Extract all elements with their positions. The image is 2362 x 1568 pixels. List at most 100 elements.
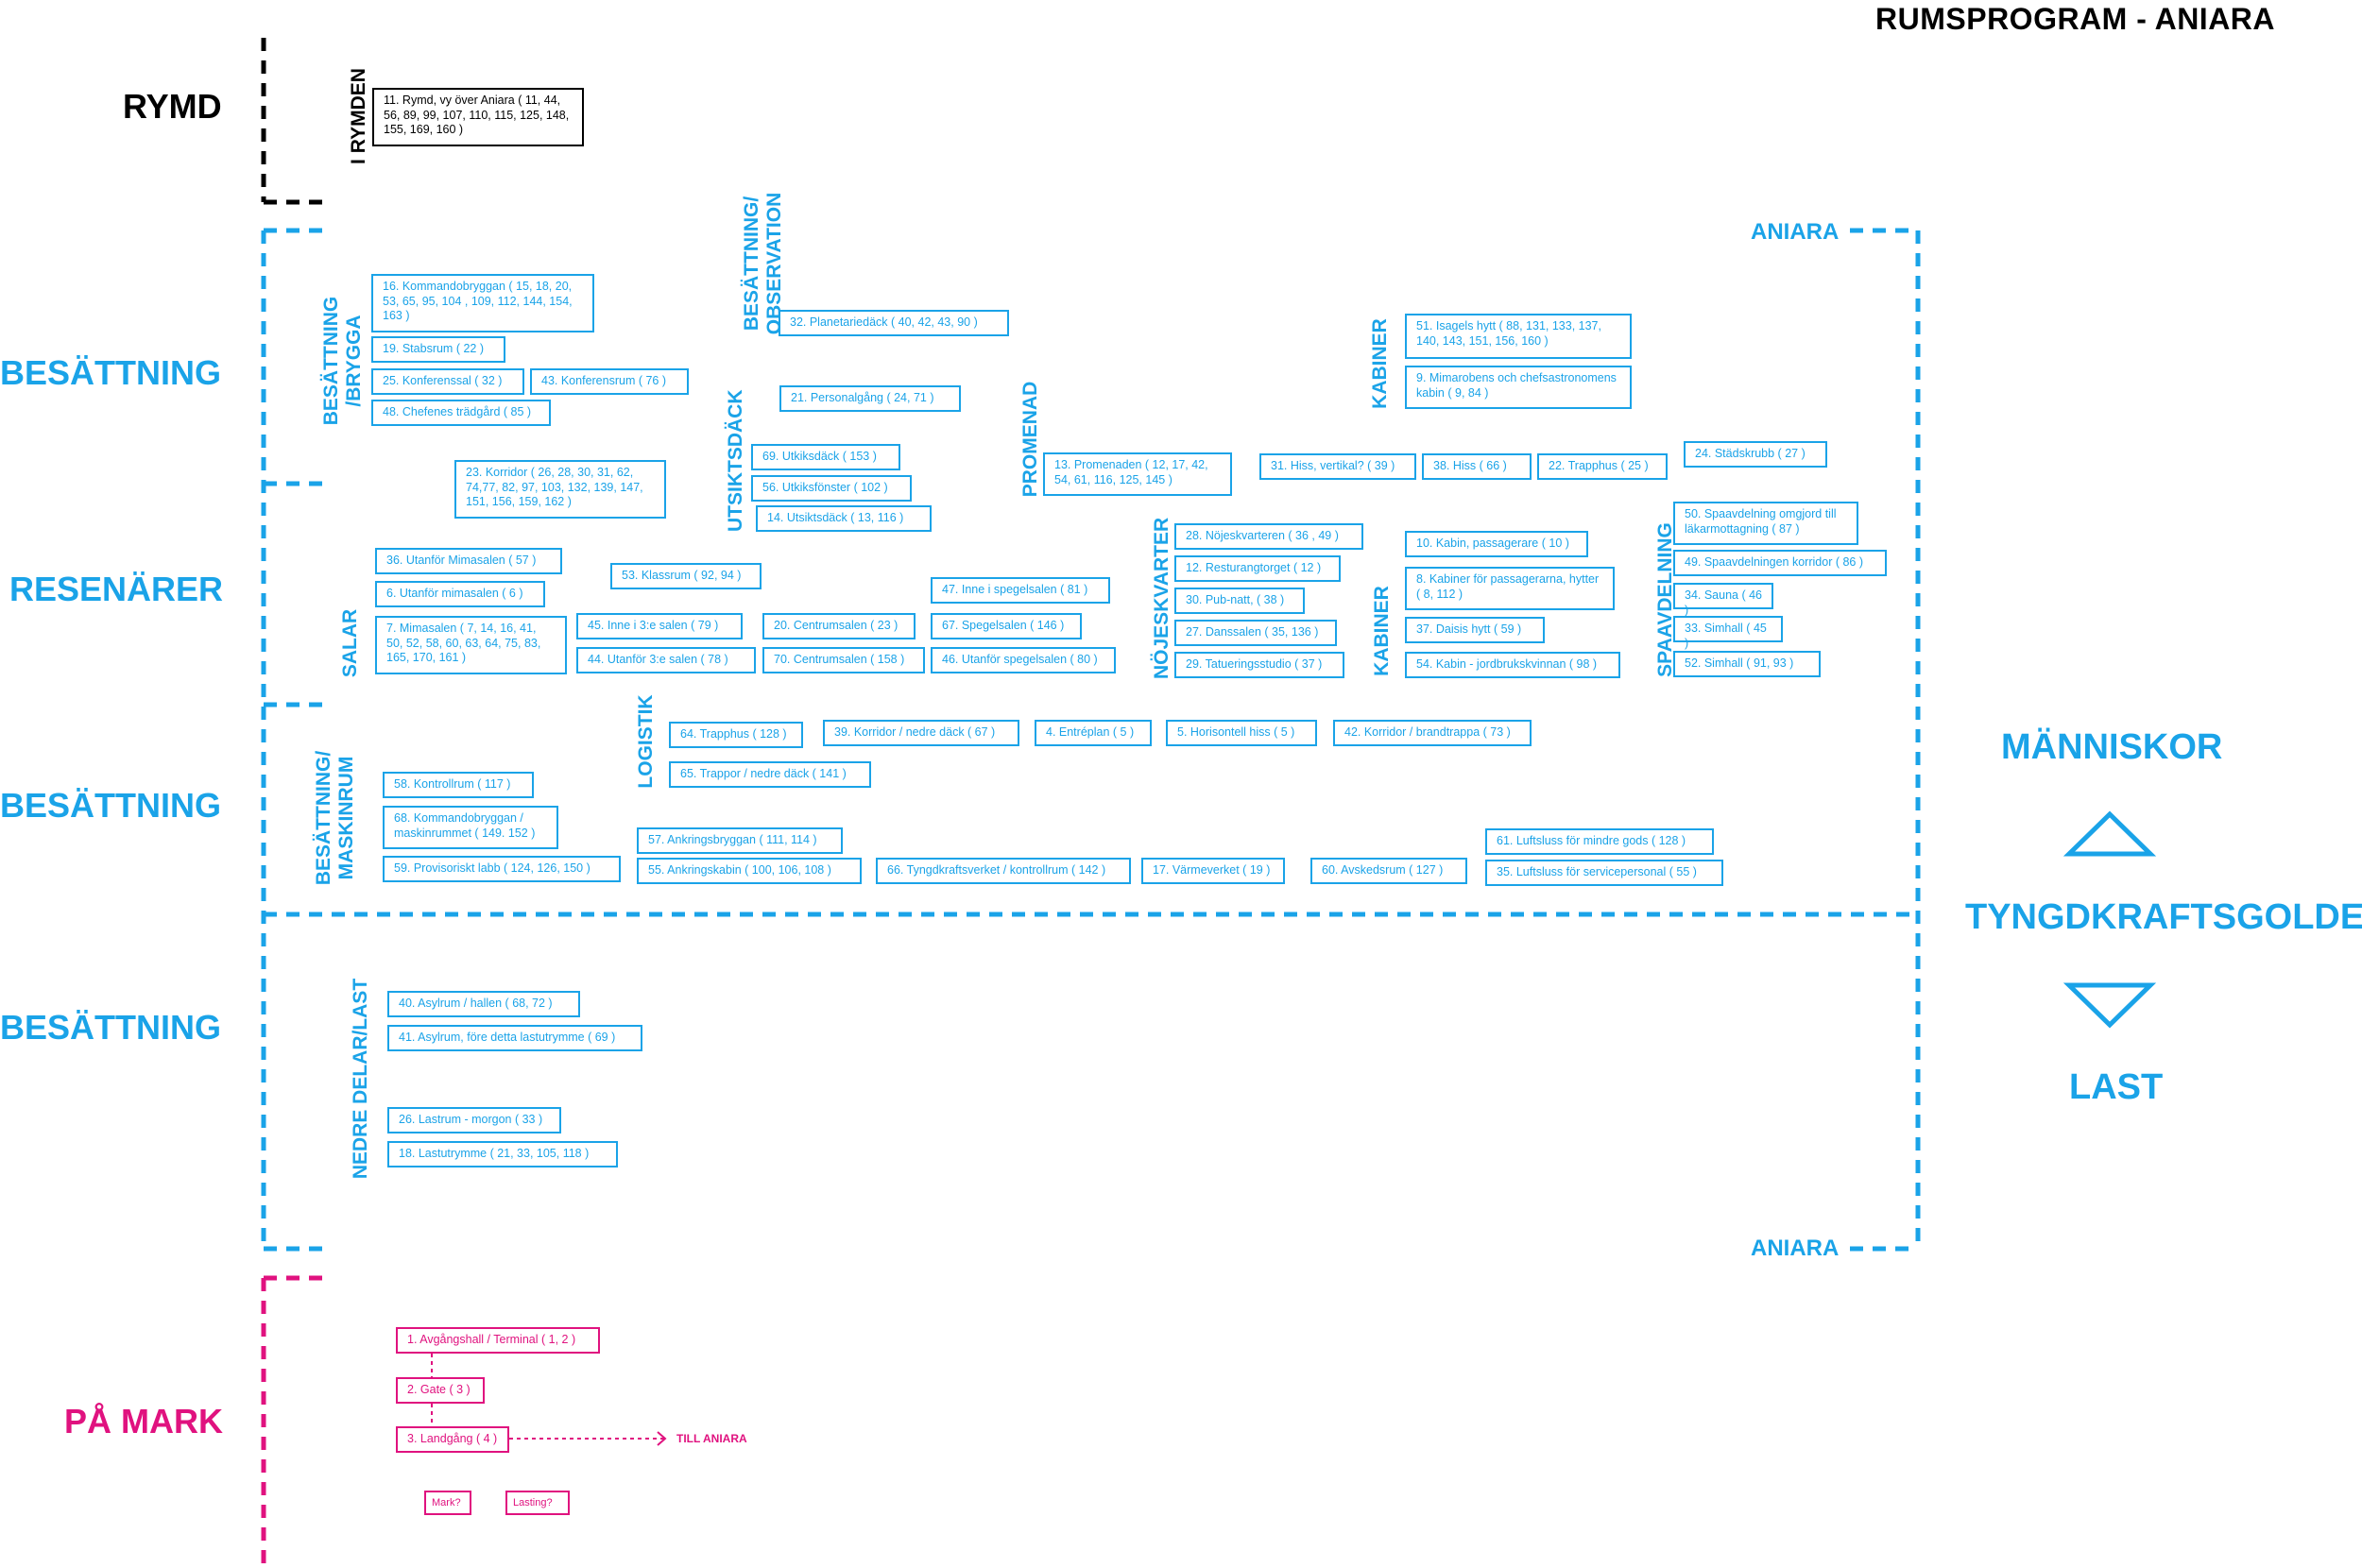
room-box-45: 45. Inne i 3:e salen ( 79 )	[576, 613, 743, 639]
room-box-16: 16. Kommandobryggan ( 15, 18, 20, 53, 65…	[371, 274, 594, 332]
room-box-66: 66. Tyngdkraftsverket / kontrollrum ( 14…	[876, 858, 1131, 884]
room-box-59: 59. Provisoriskt labb ( 124, 126, 150 )	[383, 856, 621, 882]
room-box-32: 32. Planetariedäck ( 40, 42, 43, 90 )	[779, 310, 1009, 336]
room-box-10: 10. Kabin, passagerare ( 10 )	[1405, 531, 1588, 557]
room-box-27: 27. Danssalen ( 35, 136 )	[1174, 620, 1337, 646]
group-label-kabiner-mid: KABINER	[1371, 586, 1393, 676]
room-box-60: 60. Avskedsrum ( 127 )	[1310, 858, 1467, 884]
room-box-64: 64. Trapphus ( 128 )	[669, 722, 803, 748]
ground-box-3: 3. Landgång ( 4 )	[396, 1426, 509, 1453]
triangle-up-icon	[2062, 810, 2157, 857]
room-box-41: 41. Asylrum, före detta lastutrymme ( 69…	[387, 1025, 642, 1051]
room-box-48: 48. Chefenes trädgård ( 85 )	[371, 400, 551, 426]
group-label-promenad: PROMENAD	[1019, 381, 1041, 498]
arrow-head-icon	[657, 1431, 667, 1446]
group-label-rymden: I RYMDEN	[348, 68, 369, 164]
manniskor-label: MÄNNISKOR	[2001, 727, 2223, 767]
tyngdkraftsgolder-label: TYNGDKRAFTSGOLDER	[1965, 897, 2362, 937]
level-label-besattning-middle: BESÄTTNING	[0, 786, 221, 825]
room-box-47: 47. Inne i spegelsalen ( 81 )	[931, 577, 1110, 604]
group-label-salar: SALAR	[339, 608, 361, 678]
room-box-30: 30. Pub-natt, ( 38 )	[1174, 588, 1305, 614]
page-title: RUMSPROGRAM - ANIARA	[1875, 2, 2276, 36]
room-box-5: 5. Horisontell hiss ( 5 )	[1166, 720, 1317, 746]
group-label-brygga: BESÄTTNING/BRYGGA	[320, 296, 365, 426]
room-box-43: 43. Konferensrum ( 76 )	[530, 368, 689, 395]
room-box-6: 6. Utanför mimasalen ( 6 )	[375, 581, 545, 607]
room-box-35: 35. Luftsluss för servicepersonal ( 55 )	[1485, 860, 1723, 886]
room-box-29: 29. Tatueringsstudio ( 37 )	[1174, 652, 1344, 678]
room-box-25: 25. Konferenssal ( 32 )	[371, 368, 524, 395]
room-box-46: 46. Utanför spegelsalen ( 80 )	[931, 647, 1116, 673]
room-box-24: 24. Städskrubb ( 27 )	[1684, 441, 1827, 468]
room-box-4: 4. Entréplan ( 5 )	[1035, 720, 1152, 746]
room-box-20: 20. Centrumsalen ( 23 )	[762, 613, 916, 639]
room-box-22: 22. Trapphus ( 25 )	[1537, 453, 1668, 480]
room-box-50: 50. Spaavdelning omgjord till läkarmotta…	[1673, 502, 1858, 545]
space-bracket	[261, 38, 326, 205]
room-box-19: 19. Stabsrum ( 22 )	[371, 336, 505, 363]
triangle-down-icon	[2062, 982, 2157, 1029]
room-box-53: 53. Klassrum ( 92, 94 )	[610, 563, 762, 589]
room-box-14: 14. Utsiktsdäck ( 13, 116 )	[756, 505, 932, 532]
group-label-kabiner-top: KABINER	[1369, 318, 1391, 409]
room-box-55: 55. Ankringskabin ( 100, 106, 108 )	[637, 858, 862, 884]
lasting-question-box: Lasting?	[505, 1491, 570, 1515]
room-box-58: 58. Kontrollrum ( 117 )	[383, 772, 534, 798]
room-box-28: 28. Nöjeskvarteren ( 36 , 49 )	[1174, 523, 1363, 550]
room-box-49: 49. Spaavdelningen korridor ( 86 )	[1673, 550, 1887, 576]
room-box-40: 40. Asylrum / hallen ( 68, 72 )	[387, 991, 580, 1017]
ground-box-1: 1. Avgångshall / Terminal ( 1, 2 )	[396, 1327, 600, 1354]
room-box-38: 38. Hiss ( 66 )	[1422, 453, 1532, 480]
room-box-7: 7. Mimasalen ( 7, 14, 16, 41, 50, 52, 58…	[375, 616, 567, 674]
mark-question-box: Mark?	[424, 1491, 471, 1515]
aniara-bracket	[261, 228, 1921, 1252]
room-box-42: 42. Korridor / brandtrappa ( 73 )	[1333, 720, 1532, 746]
aniara-label-top: ANIARA	[1751, 219, 1840, 245]
level-label-resenarer: RESENÄRER	[9, 570, 224, 608]
last-label: LAST	[2069, 1067, 2164, 1107]
aniara-label-bottom: ANIARA	[1751, 1236, 1840, 1261]
room-box-39: 39. Korridor / nedre däck ( 67 )	[823, 720, 1019, 746]
ground-bracket	[261, 1275, 326, 1566]
room-box-54: 54. Kabin - jordbrukskvinnan ( 98 )	[1405, 652, 1620, 678]
room-box-51: 51. Isagels hytt ( 88, 131, 133, 137, 14…	[1405, 314, 1632, 359]
group-label-logistik: LOGISTIK	[635, 694, 657, 789]
room-box-56: 56. Utkiksfönster ( 102 )	[751, 475, 912, 502]
room-box-36: 36. Utanför Mimasalen ( 57 )	[375, 548, 562, 574]
room-box-69: 69. Utkiksdäck ( 153 )	[751, 444, 900, 470]
ground-connectors	[431, 1354, 664, 1440]
room-box-44: 44. Utanför 3:e salen ( 78 )	[576, 647, 756, 673]
room-box-70: 70. Centrumsalen ( 158 )	[762, 647, 925, 673]
room-box-11: 11. Rymd, vy över Aniara ( 11, 44, 56, 8…	[372, 88, 584, 146]
room-box-26: 26. Lastrum - morgon ( 33 )	[387, 1107, 561, 1133]
room-box-21: 21. Personalgång ( 24, 71 )	[779, 385, 961, 412]
ground-box-2: 2. Gate ( 3 )	[396, 1377, 485, 1404]
room-box-12: 12. Resturangtorget ( 12 )	[1174, 555, 1341, 582]
room-box-33: 33. Simhall ( 45 )	[1673, 616, 1783, 650]
room-box-37: 37. Daisis hytt ( 59 )	[1405, 617, 1545, 643]
room-box-61: 61. Luftsluss för mindre gods ( 128 )	[1485, 828, 1714, 855]
room-box-18: 18. Lastutrymme ( 21, 33, 105, 118 )	[387, 1141, 618, 1167]
room-box-8: 8. Kabiner för passagerarna, hytter ( 8,…	[1405, 567, 1615, 610]
group-label-nojeskvarter: NÖJESKVARTER	[1151, 517, 1172, 679]
level-label-besattning-upper: BESÄTTNING	[0, 353, 221, 392]
group-label-maskinrum: BESÄTTNING/MASKINRUM	[313, 750, 357, 886]
till-aniara-label: TILL ANIARA	[676, 1432, 747, 1445]
room-box-31: 31. Hiss, vertikal? ( 39 )	[1259, 453, 1416, 480]
level-label-besattning-lower: BESÄTTNING	[0, 1008, 221, 1047]
room-box-13: 13. Promenaden ( 12, 17, 42, 54, 61, 116…	[1043, 452, 1232, 496]
room-box-65: 65. Trappor / nedre däck ( 141 )	[669, 761, 871, 788]
room-box-23: 23. Korridor ( 26, 28, 30, 31, 62, 74,77…	[454, 460, 666, 519]
room-box-52: 52. Simhall ( 91, 93 )	[1673, 651, 1821, 677]
room-box-34: 34. Sauna ( 46 )	[1673, 583, 1773, 617]
level-label-rymd: RYMD	[123, 87, 222, 126]
level-label-pa-mark: PÅ MARK	[64, 1402, 223, 1440]
room-box-68: 68. Kommandobryggan / maskinrummet ( 149…	[383, 806, 558, 849]
group-label-nedre: NEDRE DELAR/LAST	[350, 978, 371, 1180]
room-box-57: 57. Ankringsbryggan ( 111, 114 )	[637, 827, 843, 854]
room-box-67: 67. Spegelsalen ( 146 )	[931, 613, 1082, 639]
room-box-9: 9. Mimarobens och chefsastronomens kabin…	[1405, 366, 1632, 409]
